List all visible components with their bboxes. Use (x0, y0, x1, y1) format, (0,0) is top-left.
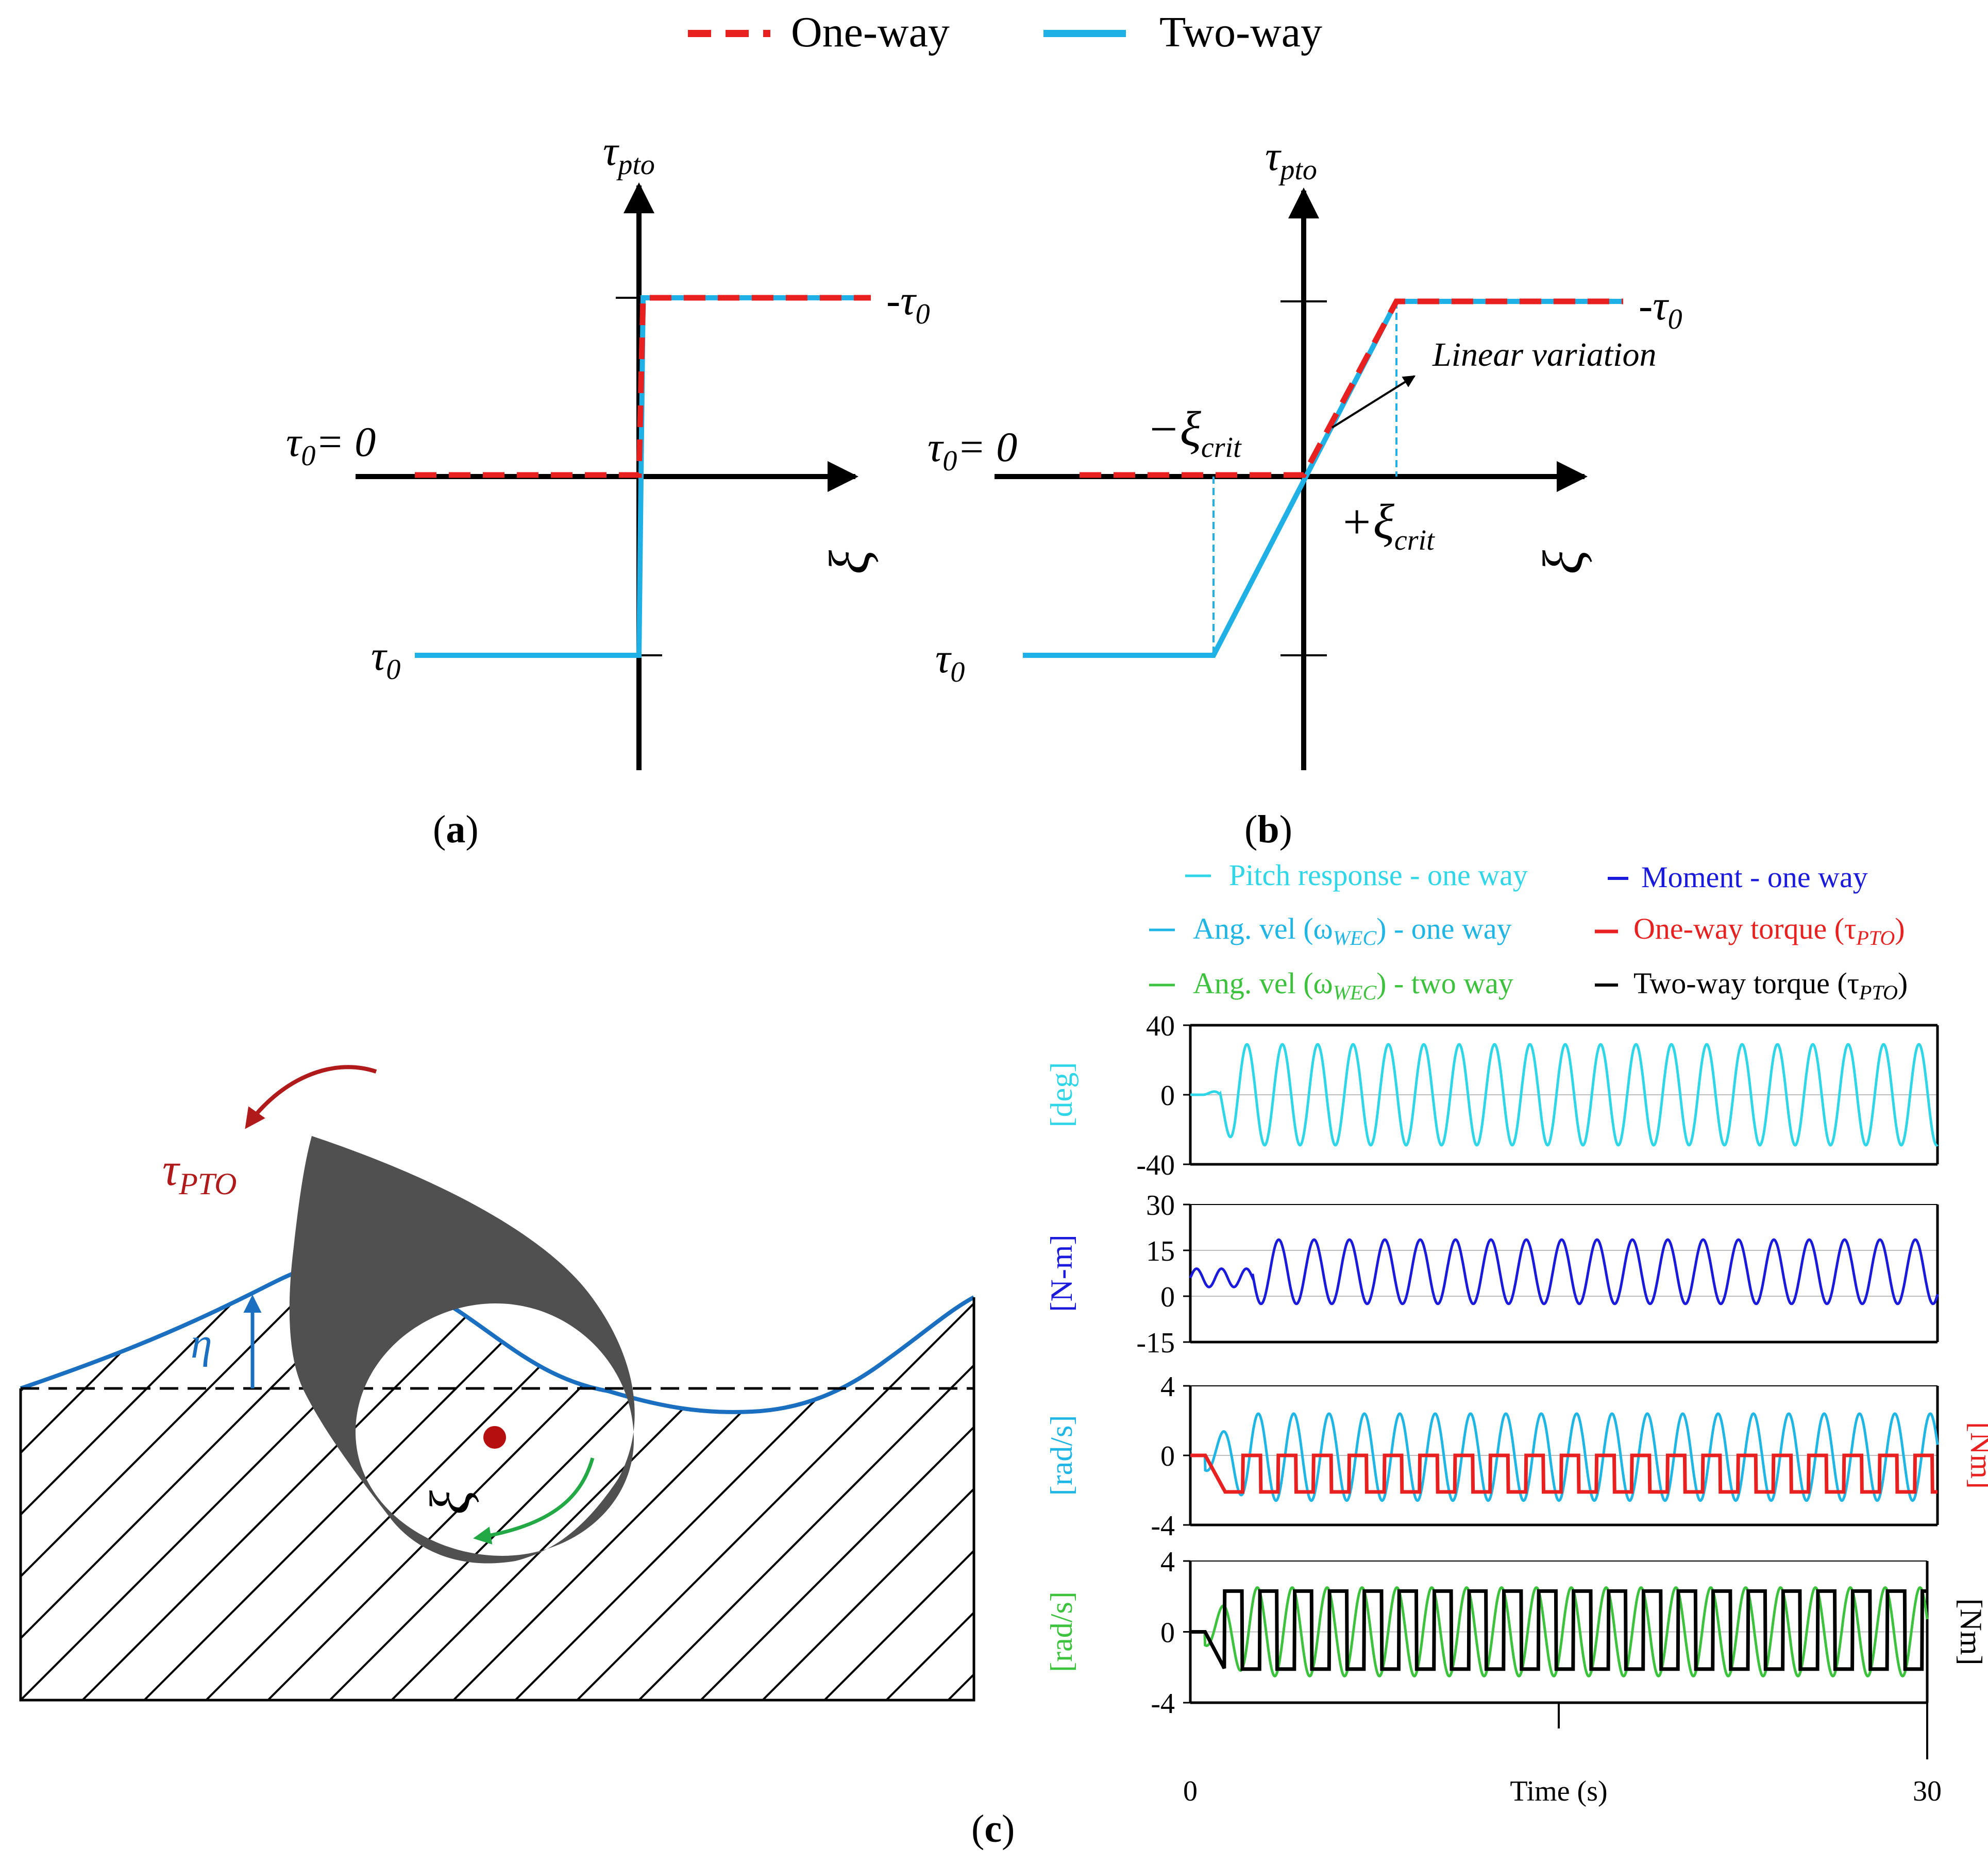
panel-a-zero-label: τ0= 0 (286, 418, 376, 472)
legend-angvel-two-label: Ang. vel (ωWEC) - two way (1193, 966, 1513, 1004)
panel-a: τpto ξ -τ0 τ0= 0 τ0 (a) (286, 127, 930, 851)
series-two-way-torque-pto- (1190, 1589, 1927, 1671)
hatch-line (1443, 1236, 1907, 1700)
hatch-line (947, 1263, 974, 1700)
hatch-line (21, 1263, 53, 1700)
series-moment-one-way (1189, 1238, 1939, 1305)
panel-a-upper-label: -τ0 (886, 277, 930, 330)
series-one-way-torque-pto- (1190, 1453, 1938, 1494)
ytick-label: 4 (1160, 1546, 1175, 1578)
hatch-line (885, 1263, 974, 1700)
hatch-line (1690, 1236, 1988, 1700)
panel-b-one-way-line (1080, 298, 1623, 478)
hatch-line (823, 1263, 974, 1700)
ytick-label: 0 (1160, 1080, 1175, 1112)
ytick-label: 15 (1146, 1235, 1175, 1267)
hatch-line (576, 1263, 974, 1700)
xtick-label: 0 (1183, 1775, 1198, 1807)
subplot-pitch: 40 0 -40 [deg] (1044, 1010, 1939, 1181)
top-legend: One-way Two-way (688, 8, 1322, 56)
hatch-line (21, 1263, 176, 1700)
ytick-label: 30 (1146, 1190, 1175, 1222)
hatch-line (21, 1263, 300, 1700)
legend-torque-one-label: One-way torque (τPTO) (1633, 912, 1905, 949)
wave-surface (20, 1261, 975, 1414)
legend-angvel-one-label: Ang. vel (ωWEC) - one way (1193, 912, 1512, 949)
panel-b-annotation-arrow (1331, 375, 1416, 429)
tau-pto-arrow (245, 1065, 377, 1129)
panel-b-y-label: τpto (1265, 132, 1317, 186)
hatch-line (21, 1263, 114, 1700)
ytick-label: -15 (1136, 1327, 1175, 1359)
panel-b-caption: (b) (1244, 808, 1292, 851)
panel-c-timeseries: 400-40[deg]30150-15[N-m]40-4[rad/s][Nm]4… (1044, 1010, 1988, 1807)
eta-label: η (191, 1319, 212, 1367)
panel-b-upper-label: -τ0 (1639, 282, 1682, 335)
ytick-label: 0 (1160, 1440, 1175, 1472)
y2-axis-label: [Nm] (1964, 1422, 1988, 1489)
panel-c-legend: Pitch response - one way Moment - one wa… (1149, 858, 1908, 1004)
panel-b-annotation: Linear variation (1432, 336, 1657, 374)
legend-two-way-label: Two-way (1159, 8, 1322, 56)
ytick-label: 4 (1160, 1371, 1175, 1403)
panel-b: Linear variation τpto ξ -τ0 τ0= 0 τ0 −ξc… (928, 132, 1682, 851)
panel-b-lower-label: τ0 (935, 635, 965, 688)
panel-a-caption: (a) (433, 808, 479, 851)
ytick-label: -4 (1151, 1510, 1175, 1542)
xi-dot-label: ξ (418, 1490, 481, 1515)
center-of-gravity (483, 1426, 506, 1449)
hatch-line (700, 1263, 974, 1700)
ytick-label: 0 (1160, 1281, 1175, 1313)
y-axis-label: [rad/s] (1044, 1591, 1079, 1672)
y-axis-label: [rad/s] (1044, 1415, 1079, 1496)
panel-b-pos-crit: +ξcrit (1340, 494, 1435, 556)
y-axis-label: [N-m] (1044, 1235, 1079, 1312)
subplot-angvel-one: 4 0 -4 [rad/s] [Nm] (1044, 1371, 1988, 1542)
ytick-label: 0 (1160, 1617, 1175, 1649)
ytick-label: -4 (1151, 1688, 1175, 1720)
rotation-arrow (473, 1457, 595, 1545)
tank-outline (19, 1297, 975, 1702)
xtick-label: 30 (1913, 1775, 1942, 1807)
ytick-label: 40 (1146, 1010, 1175, 1042)
tau-pto-label: τPTO (162, 1144, 237, 1201)
panel-a-x-label: ξ (818, 550, 881, 574)
ytick-label: -40 (1136, 1149, 1175, 1181)
subplot-angvel-two: 4 0 -4 [rad/s] [Nm] 0 30 Time (s) (1044, 1546, 1988, 1807)
legend-one-way-label: One-way (791, 8, 950, 56)
hatch-line (21, 1263, 238, 1700)
x-axis-label: Time (s) (1510, 1775, 1607, 1807)
y2-axis-label: [Nm] (1954, 1599, 1988, 1666)
legend-pitch-label: Pitch response - one way (1229, 858, 1528, 892)
panel-c-illustration: η τPTO ξ (c) (19, 1065, 1988, 1851)
hatch-line (21, 1263, 362, 1700)
wec-body (289, 1136, 635, 1564)
legend-torque-two-label: Two-way torque (τPTO) (1633, 966, 1908, 1004)
panel-a-y-label: τpto (603, 127, 655, 181)
panel-b-zero-label: τ0= 0 (928, 423, 1017, 477)
legend-moment-label: Moment - one way (1641, 860, 1868, 894)
panel-a-one-way-line (415, 295, 871, 478)
panel-b-neg-crit: −ξcrit (1147, 401, 1242, 464)
y-axis-label: [deg] (1044, 1062, 1079, 1128)
panel-c-caption: (c) (971, 1807, 1015, 1851)
hatch-line (638, 1263, 974, 1700)
panel-b-x-label: ξ (1531, 550, 1594, 574)
subplot-moment: 30 15 0 -15 [N-m] (1044, 1190, 1939, 1359)
hatch-line (762, 1263, 974, 1700)
series-pitch-response-one-way (1190, 1043, 1939, 1147)
panel-b-two-way-line (1023, 299, 1623, 658)
panel-a-lower-label: τ0 (371, 632, 400, 686)
